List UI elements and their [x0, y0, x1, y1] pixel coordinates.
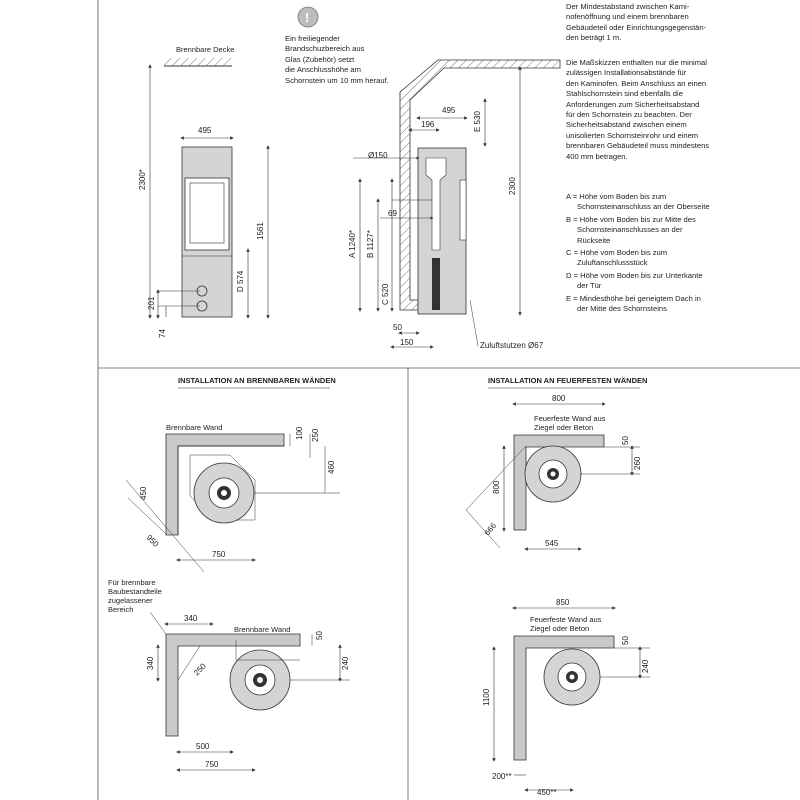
- installation-note: Die Maßskizzen enthalten nur die minimal…: [566, 58, 710, 161]
- dim-cl-450: 450: [139, 486, 148, 500]
- dim-fc-545: 545: [545, 539, 559, 548]
- dim-cl-100: 100: [295, 426, 304, 440]
- wall-and-chimney: [399, 59, 561, 311]
- dim-front-width: 495: [198, 126, 212, 135]
- fireproof-wall-label-1: Feuerfeste Wand aus: [534, 414, 606, 423]
- legend-item-c: C = Höhe vom Boden bis zum Zuluftanschlu…: [566, 248, 668, 268]
- dim-fw-240: 240: [641, 659, 650, 673]
- dim-cl-950: 950: [145, 533, 161, 549]
- dim-69: 69: [388, 209, 397, 218]
- dimension-legend: A = Höhe vom Boden bis zum Schornsteinan…: [566, 192, 800, 316]
- dim-150-bottom: 150: [400, 338, 414, 347]
- dim-b: B 1127*: [366, 230, 375, 258]
- fireproof-wall-label-2: Feuerfeste Wand aus: [530, 615, 602, 624]
- dim-74: 74: [158, 329, 167, 338]
- svg-text:Ziegel oder Beton: Ziegel oder Beton: [534, 423, 593, 432]
- dim-fc-800v: 800: [492, 480, 501, 494]
- fireproof-section-title: INSTALLATION AN FEUERFESTEN WÄNDEN: [488, 376, 647, 385]
- fireproof-corner-diagram: 800 Feuerfeste Wand aus Ziegel oder Beto…: [465, 394, 642, 551]
- dim-2300: 2300: [508, 177, 517, 195]
- dim-50: 50: [393, 323, 402, 332]
- front-view: Brennbare Decke 495 2300* 1561 D 574 201…: [138, 45, 270, 338]
- air-inlet-label: Zuluftstutzen Ø67: [480, 341, 544, 350]
- info-exclamation-icon: [297, 6, 319, 28]
- dim-fw-50: 50: [621, 636, 630, 645]
- dim-cw-340b: 340: [146, 656, 155, 670]
- dim-cw-250: 250: [192, 661, 208, 677]
- combustible-wall-diagram: Für brennbare Baubestandteile zugelassen…: [108, 578, 350, 772]
- dim-a: A 1240*: [348, 230, 357, 258]
- dim-cl-460: 460: [327, 460, 336, 474]
- legend-item-b: B = Höhe vom Boden bis zur Mitte des Sch…: [566, 214, 696, 245]
- dim-side-width: 495: [442, 106, 456, 115]
- dim-fc-666: 666: [483, 521, 499, 537]
- distance-note: Der Mindestabstand zwischen Kami- nofenö…: [566, 2, 707, 43]
- dim-door-height: D 574: [236, 270, 245, 292]
- svg-text:Baubestandteile: Baubestandteile: [108, 587, 162, 596]
- info-text: Ein freiliegender Brandschuzbereich aus …: [285, 34, 389, 85]
- note-line-1: Für brennbare: [108, 578, 156, 587]
- legend-item-d: D = Höhe vom Boden bis zur Unterkante de…: [566, 270, 703, 291]
- legend-item-e: E = Mindesthöhe bei geneigtem Dach in de…: [566, 293, 701, 314]
- dim-cw-50: 50: [315, 631, 324, 640]
- dim-cw-750: 750: [205, 760, 219, 769]
- dim-196: 196: [421, 120, 435, 129]
- dim-fc-50: 50: [621, 436, 630, 445]
- side-view: ! Ø150 A 1240* B 1127* C 520 69 495 196 …: [297, 6, 561, 350]
- svg-text:Bereich: Bereich: [108, 605, 133, 614]
- dim-fw-850: 850: [556, 598, 570, 607]
- ceiling-label: Brennbare Decke: [176, 45, 234, 54]
- fireproof-straight-wall: [513, 635, 615, 761]
- stove-glass: [189, 182, 225, 244]
- air-duct: [432, 258, 440, 310]
- fireproof-wall-diagram: 850 Feuerfeste Wand aus Ziegel oder Beto…: [482, 598, 650, 797]
- svg-text:!: !: [305, 10, 309, 25]
- dim-cl-250: 250: [311, 428, 320, 442]
- dim-fc-260: 260: [633, 456, 642, 470]
- combustible-corner-diagram: Brennbare Wand 100 250 460 450 950 750: [125, 423, 340, 573]
- dim-201: 201: [147, 296, 156, 310]
- dim-fc-800: 800: [552, 394, 566, 403]
- dim-fw-450: 450**: [537, 788, 557, 797]
- ceiling-hatch: [164, 58, 232, 66]
- dim-cw-240: 240: [341, 656, 350, 670]
- dim-diameter-150: Ø150: [368, 151, 388, 160]
- combustible-wall-label: Brennbare Wand: [166, 423, 222, 432]
- combustible-wall-2: [165, 633, 301, 737]
- dim-fw-200: 200**: [492, 772, 512, 781]
- dim-stove-height: 1561: [256, 222, 265, 240]
- combustible-section-title: INSTALLATION AN BRENNBAREN WÄNDEN: [178, 376, 336, 385]
- dim-cw-500: 500: [196, 742, 210, 751]
- dim-cw-340a: 340: [184, 614, 198, 623]
- dim-cl-750: 750: [212, 550, 226, 559]
- flue-channel: [425, 157, 447, 251]
- dim-c: C 520: [381, 283, 390, 305]
- dim-total-height: 2300*: [138, 169, 147, 190]
- dim-e: E 530: [473, 111, 482, 132]
- dim-fw-1100: 1100: [482, 688, 491, 706]
- svg-text:Ziegel oder Beton: Ziegel oder Beton: [530, 624, 589, 633]
- svg-text:zugelassener: zugelassener: [108, 596, 153, 605]
- combustible-wall-2-label: Brennbare Wand: [234, 625, 290, 634]
- stove-door: [184, 177, 230, 251]
- fireproof-corner-wall: [513, 434, 605, 531]
- legend-item-a: A = Höhe vom Boden bis zum Schornsteinan…: [566, 192, 710, 212]
